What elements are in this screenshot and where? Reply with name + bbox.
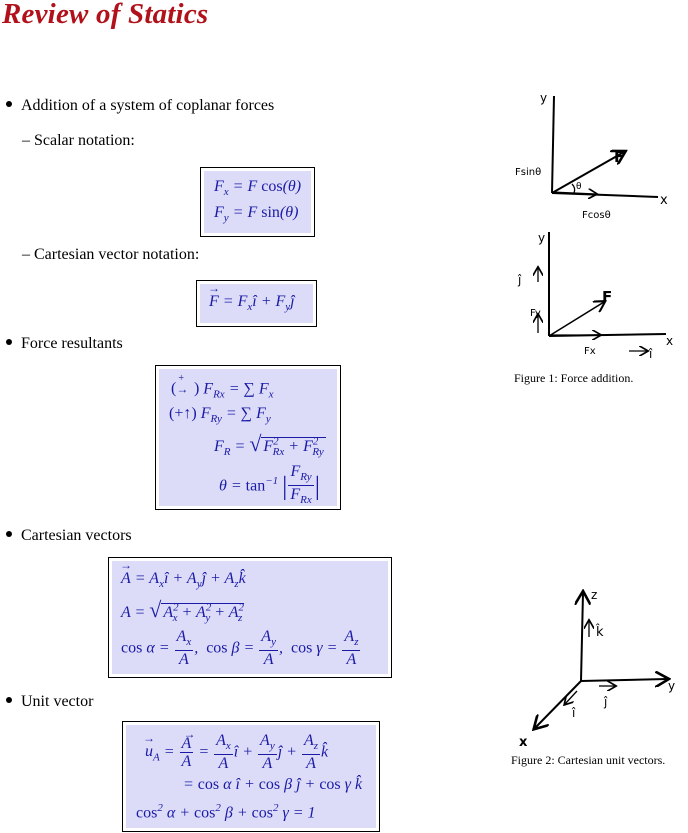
equation-fr: FR = √F2Rx + F2Ry <box>214 431 326 459</box>
label-j-3d: ĵ <box>603 695 608 709</box>
cartesian-vectors-box: A→ = Axî + Ayĵ + Azk̂ A = √A2x + A2y + A… <box>108 557 392 678</box>
fcos-arrow <box>551 192 596 194</box>
figure-1-caption: Figure 1: Force addition. <box>514 371 634 385</box>
bullet-addition: Addition of a system of coplanar forces <box>6 97 274 115</box>
vector-notation-box: F→ = Fxî + Fyĵ <box>196 280 317 327</box>
figure-2-caption: Figure 2: Cartesian unit vectors. <box>511 753 666 767</box>
bullet-resultants-text: Force resultants <box>21 335 123 352</box>
sub-cartesian-notation: – Cartesian vector notation: <box>22 246 200 263</box>
bullet-unit-vector: Unit vector <box>6 693 93 711</box>
force-vector-2 <box>548 302 604 337</box>
label-i-3d: î <box>571 706 576 720</box>
label-x2: x <box>666 334 673 348</box>
page-title: Review of Statics <box>2 0 209 30</box>
sub-scalar: – Scalar notation: <box>22 132 135 149</box>
label-y2: y <box>538 231 545 245</box>
z-axis-line <box>581 593 583 682</box>
equation-uvec2: = cos α î + cos β ĵ + cos γ k̂ <box>183 776 363 793</box>
equation-fvec: F→ = Fxî + Fyĵ <box>208 281 295 314</box>
bullet-addition-text: Addition of a system of coplanar forces <box>21 97 275 114</box>
label-Fy: Fy <box>530 308 541 319</box>
equation-avec: A→ = Axî + Ayĵ + Azk̂ <box>120 558 246 591</box>
y-axis-line-3d <box>580 679 667 681</box>
label-y-3d: y <box>668 679 675 693</box>
scalar-equation-box: Fx = F cos(θ) Fy = F sin(θ) <box>200 167 315 237</box>
bullet-unit-vector-text: Unit vector <box>21 693 94 710</box>
equation-uvec3: cos2 α + cos2 β + cos2 γ = 1 <box>136 802 316 822</box>
x-axis-line <box>551 192 659 198</box>
label-x-3d: x <box>519 735 528 748</box>
y-axis-line <box>551 95 555 194</box>
equation-fx: Fx = F cos(θ) <box>214 178 302 199</box>
bullet-cartesian-vectors-text: Cartesian vectors <box>21 527 132 544</box>
i-arrow-3d <box>565 690 578 704</box>
label-F: F <box>614 148 624 166</box>
equation-fry: (+↑) FRy = ∑ Fy <box>169 405 271 426</box>
label-i: î <box>648 347 653 361</box>
bullet-dot <box>6 339 12 346</box>
equation-frx: (→+) FRx = ∑ Fx <box>171 373 274 401</box>
label-y: y <box>540 91 547 105</box>
label-x: x <box>660 193 668 208</box>
x-axis-line-3d <box>535 680 582 728</box>
cartesian-unit-vectors-figure: z y x k̂ ĵ î <box>519 588 675 748</box>
force-addition-figure: y x F Fsinθ Fcosθ θ y x F ĵ Fy Fx î <box>515 91 673 361</box>
bullet-dot <box>6 101 12 108</box>
label-F2: F <box>602 288 612 306</box>
label-theta: θ <box>576 182 582 192</box>
label-fcos: Fcosθ <box>582 210 611 221</box>
x-axis-line-2 <box>548 333 667 337</box>
label-Fx: Fx <box>584 346 596 357</box>
bullet-cartesian-vectors: Cartesian vectors <box>6 527 132 545</box>
label-fsin: Fsinθ <box>515 167 541 178</box>
angle-arc <box>571 183 576 194</box>
label-z: z <box>591 588 597 602</box>
resultants-equation-box: (→+) FRx = ∑ Fx (+↑) FRy = ∑ Fy FR = √F2… <box>155 365 341 510</box>
label-k: k̂ <box>595 625 604 640</box>
bullet-dot <box>6 531 12 538</box>
bullet-dot <box>6 697 12 704</box>
label-j: ĵ <box>517 273 522 287</box>
bullet-resultants: Force resultants <box>6 335 123 353</box>
force-vector <box>551 152 624 194</box>
equation-fy: Fy = F sin(θ) <box>214 204 299 225</box>
equation-amag: A = √A2x + A2y + A2z <box>121 597 245 625</box>
